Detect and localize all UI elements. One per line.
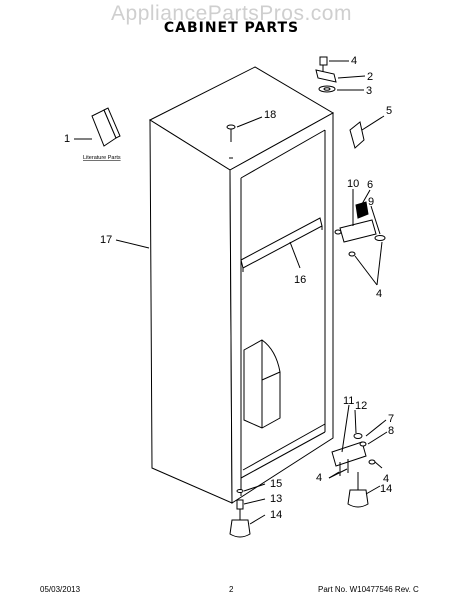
page-title: CABINET PARTS — [163, 20, 300, 36]
bottom-hinge-assembly — [331, 433, 376, 476]
callout-4-bottom-left: 4 — [316, 472, 322, 484]
leader-lines — [74, 60, 388, 525]
literature-label: Literature Parts — [83, 155, 121, 161]
callout-1: 1 — [64, 133, 70, 145]
callout-17: 17 — [100, 234, 112, 246]
callout-3: 3 — [366, 85, 372, 97]
callout-2: 2 — [367, 71, 373, 83]
footer-part-number: Part No. W10477546 Rev. C — [318, 585, 419, 594]
footer-date: 05/03/2013 — [40, 585, 81, 594]
right-leveling-leg — [347, 472, 369, 508]
callout-4-bottom-right: 4 — [383, 473, 389, 485]
callout-18: 18 — [264, 109, 276, 121]
callout-14-left: 14 — [270, 509, 282, 521]
callout-13: 13 — [270, 493, 282, 505]
callout-5: 5 — [386, 105, 392, 117]
literature-booklet — [91, 107, 121, 147]
callout-6: 6 — [367, 179, 373, 191]
watermark-text: AppliancePartsPros.com — [111, 2, 352, 25]
center-hinge-assembly — [334, 201, 386, 257]
callout-7: 7 — [388, 413, 394, 425]
callout-11: 11 — [343, 395, 354, 407]
callout-16: 16 — [294, 274, 306, 286]
cabinet-body — [148, 66, 335, 504]
top-hinge-assembly — [315, 56, 337, 93]
callout-4-center: 4 — [376, 288, 382, 300]
hinge-cover — [349, 121, 365, 149]
callout-8: 8 — [388, 425, 394, 437]
screw-18 — [226, 124, 236, 159]
callout-4-top: 4 — [351, 55, 357, 67]
callout-14-right: 14 — [380, 483, 392, 495]
callout-15: 15 — [270, 478, 282, 490]
footer-page-number: 2 — [229, 585, 234, 594]
left-leveling-leg — [229, 489, 251, 538]
callout-10: 10 — [347, 178, 359, 190]
callout-12: 12 — [355, 400, 367, 412]
callout-9: 9 — [368, 196, 374, 208]
